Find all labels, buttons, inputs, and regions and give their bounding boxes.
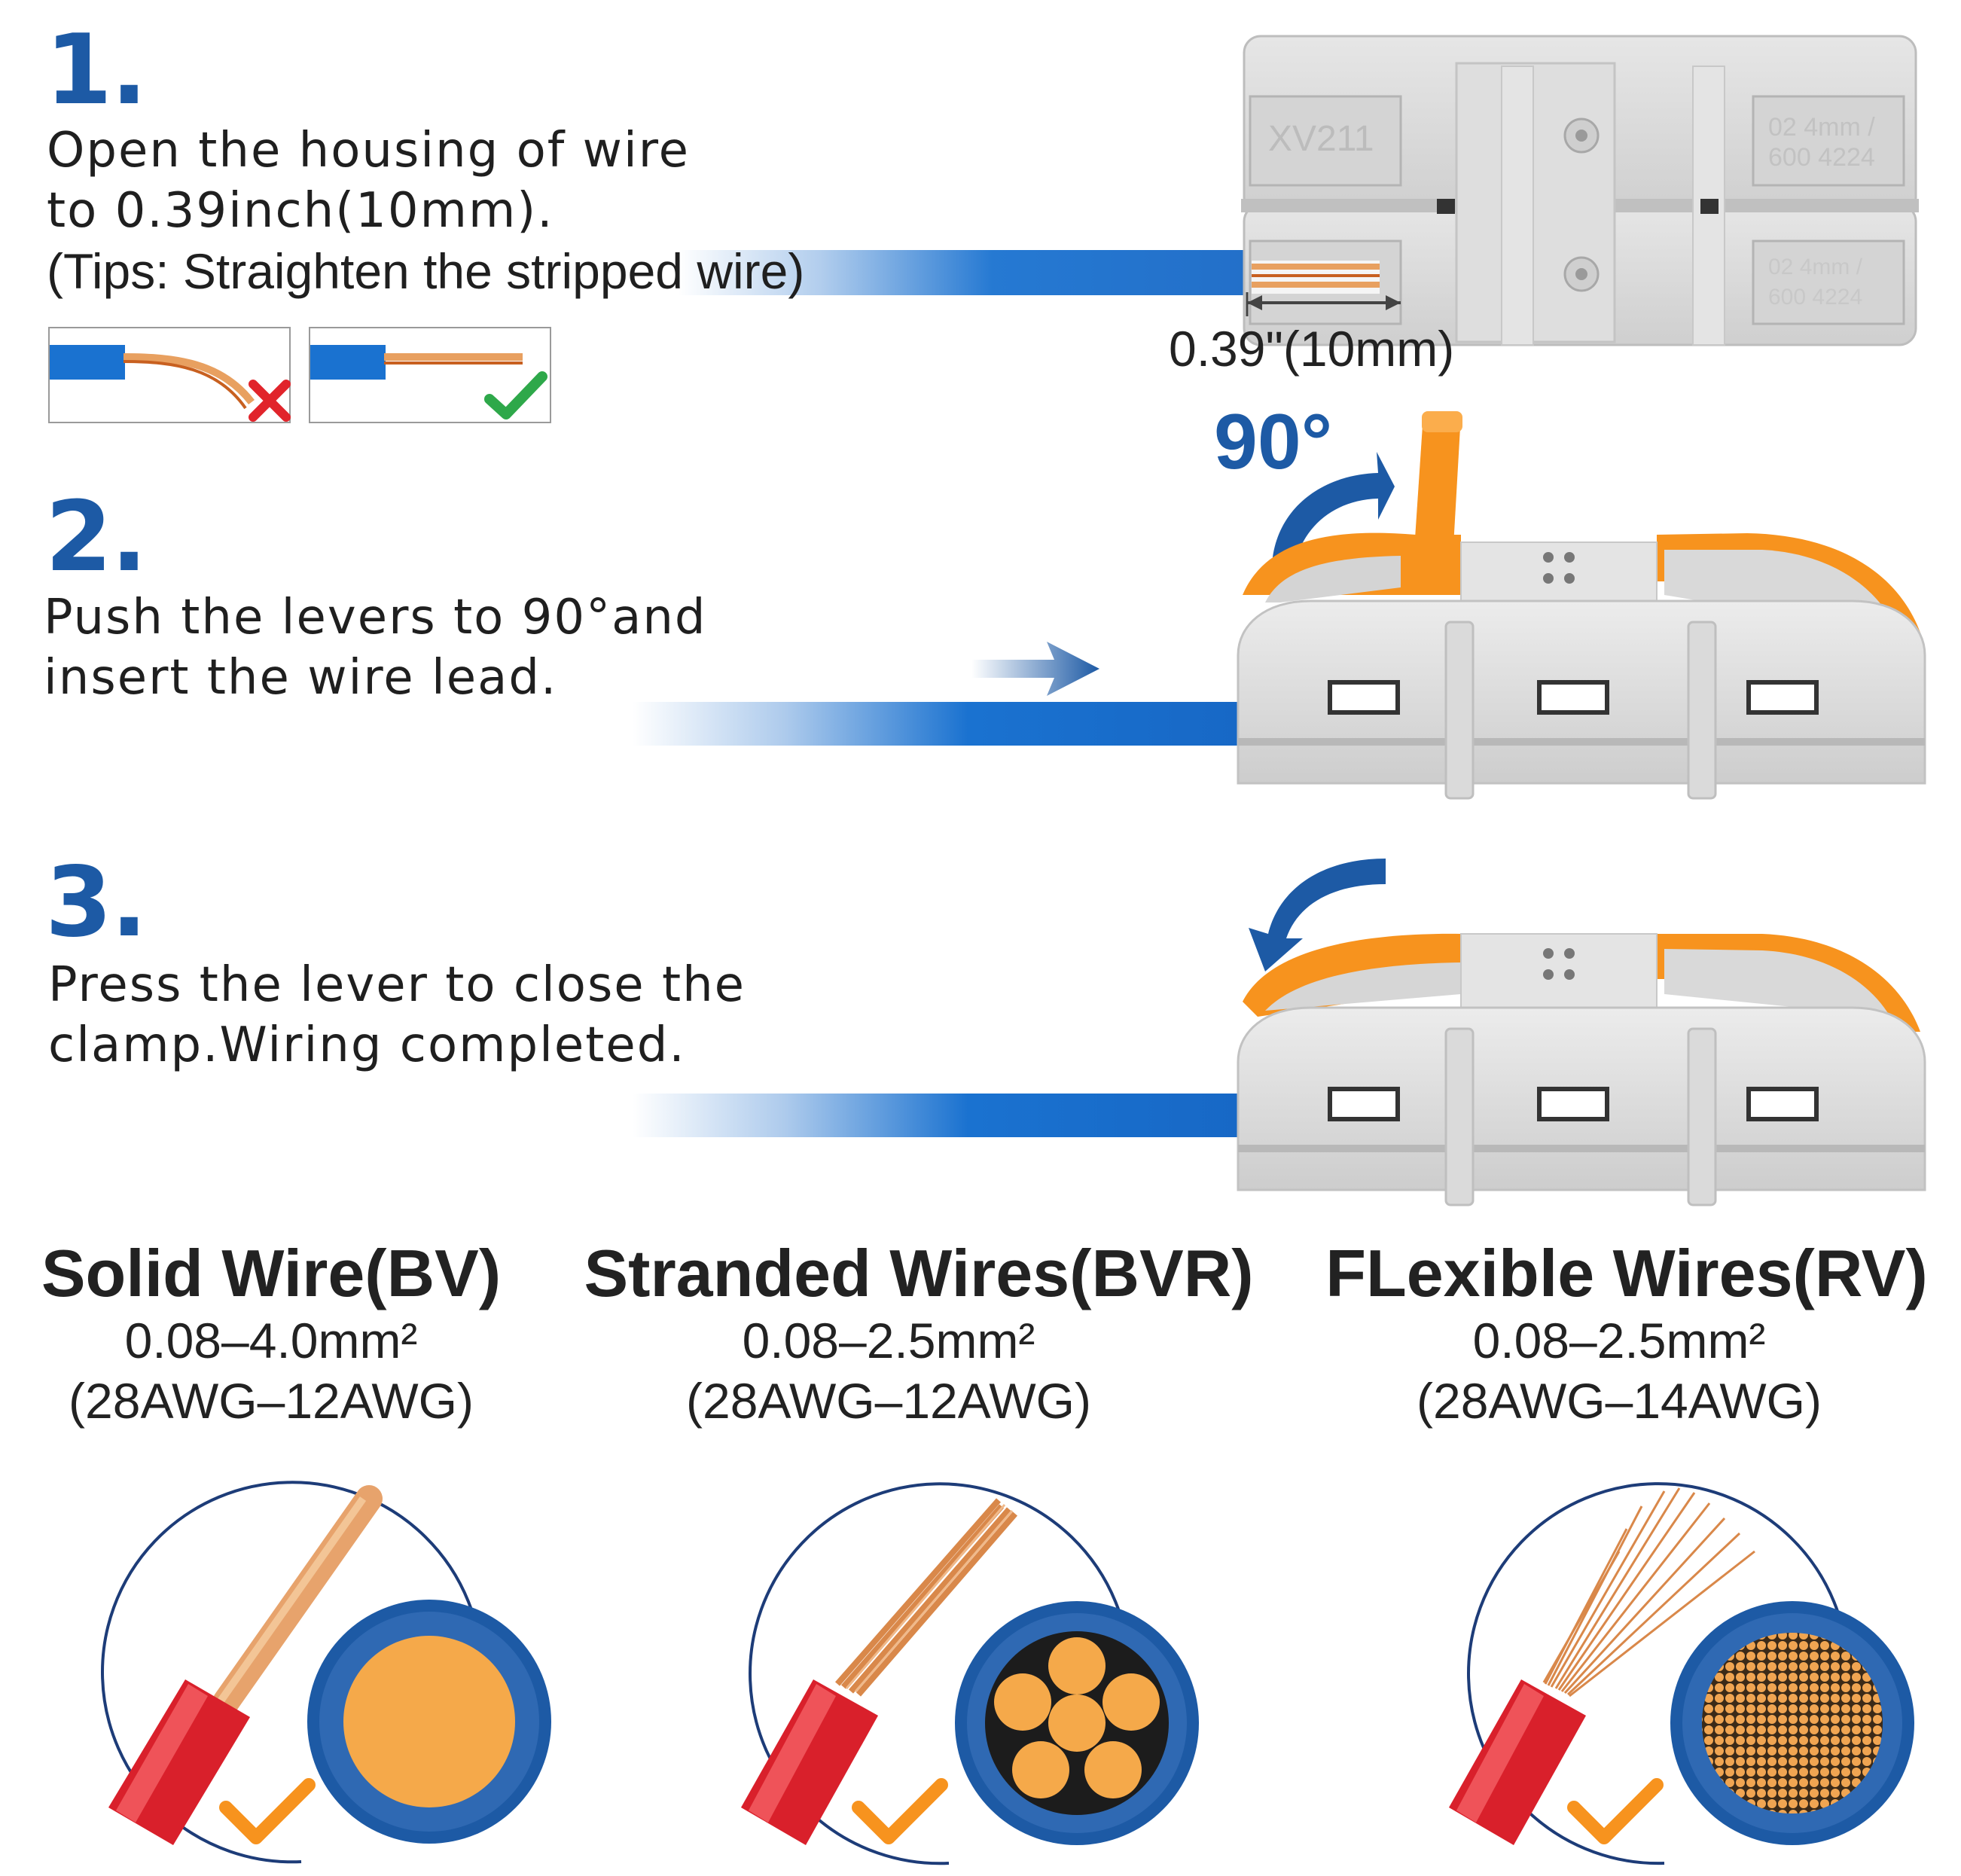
svg-text:02 4mm /: 02 4mm / [1768, 113, 1875, 142]
step-2-number: 2. [45, 481, 148, 593]
flexible-wire-illustration [1449, 1482, 1914, 1865]
wire-type-stranded-spec: 0.08–2.5mm² (28AWG–12AWG) [633, 1310, 1145, 1431]
wire-type-solid-title: Solid Wire(BV) [41, 1236, 502, 1310]
svg-text:600 4224: 600 4224 [1768, 143, 1875, 172]
solid-wire-illustration [101, 1481, 551, 1864]
step-2-line-2: insert the wire lead. [44, 650, 558, 706]
lever-angle-label: 90° [1214, 398, 1333, 486]
step-2-text: Push the levers to 90°and insert the wir… [44, 587, 707, 708]
step-1-line-1: Open the housing of wire [47, 123, 691, 178]
insert-arrow-icon [971, 642, 1099, 696]
orange-check-icon [852, 1778, 948, 1844]
wire-type-flexible-awg: (28AWG–14AWG) [1417, 1373, 1822, 1429]
wire-type-solid-area: 0.08–4.0mm² [124, 1313, 418, 1368]
wire-type-solid-awg: (28AWG–12AWG) [69, 1373, 474, 1429]
wire-type-stranded-area: 0.08–2.5mm² [742, 1313, 1035, 1368]
cross-icon [249, 380, 291, 422]
wire-type-flexible-spec: 0.08–2.5mm² (28AWG–14AWG) [1363, 1310, 1875, 1431]
step-2-wire [633, 702, 1243, 746]
step-1-tip-text: (Tips: Straighten the stripped wire) [47, 243, 805, 299]
step-1-text: Open the housing of wire to 0.39inch(10m… [47, 120, 804, 301]
step-1-number: 1. [45, 14, 148, 127]
wrong-strip-box [48, 327, 291, 423]
rotate-arrow-icon [1273, 452, 1395, 562]
connector-open-lever [1237, 411, 1926, 800]
step-1-line-2: to 0.39inch(10mm). [47, 183, 554, 239]
close-arrow-icon [1249, 859, 1386, 972]
step-3-wire [633, 1094, 1243, 1137]
step-2-line-1: Push the levers to 90°and [44, 590, 707, 645]
step-3-line-1: Press the lever to close the [48, 957, 746, 1013]
connector-model-label: XV211 [1268, 119, 1374, 159]
connector-top-view: XV211 02 4mm / 600 4224 02 4mm / 600 422… [1241, 35, 1919, 346]
connector-closed-lever [1237, 859, 1926, 1206]
right-strip-box [309, 327, 551, 423]
wire-type-flexible-title: FLexible Wires(RV) [1325, 1236, 1928, 1310]
svg-text:600 4224: 600 4224 [1768, 285, 1862, 310]
step-1-tip-overlay: (Tips: Straighten the stripped wire) [47, 241, 804, 301]
orange-check-icon [219, 1778, 316, 1844]
step-3-number: 3. [45, 846, 148, 959]
wire-type-flexible-area: 0.08–2.5mm² [1472, 1313, 1766, 1368]
step-1-wire [678, 250, 1250, 295]
strip-length-label: 0.39"(10mm) [1169, 321, 1455, 377]
stranded-wire-illustration [741, 1482, 1199, 1865]
step-3-line-2: clamp.Wiring completed. [48, 1017, 686, 1073]
wire-type-solid-spec: 0.08–4.0mm² (28AWG–12AWG) [15, 1310, 527, 1431]
step-3-text: Press the lever to close the clamp.Wirin… [48, 955, 746, 1075]
wire-type-stranded-awg: (28AWG–12AWG) [686, 1373, 1091, 1429]
wire-type-stranded-title: Stranded Wires(BVR) [584, 1236, 1254, 1310]
orange-check-icon [1567, 1778, 1664, 1844]
check-icon [484, 371, 547, 419]
svg-text:02 4mm /: 02 4mm / [1768, 255, 1863, 279]
